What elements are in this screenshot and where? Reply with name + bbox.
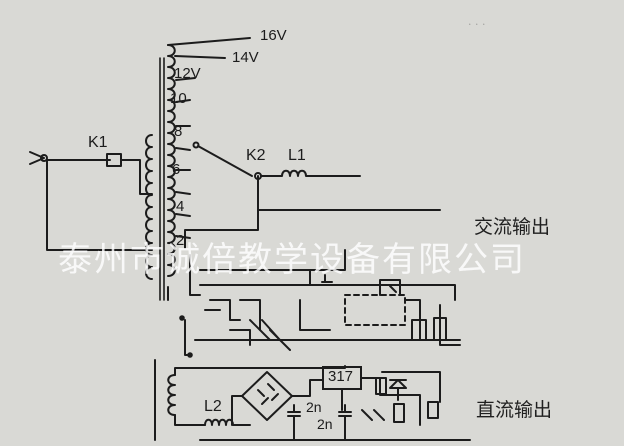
tap-label-14v: 14V	[232, 49, 259, 66]
l2-inductor	[204, 418, 251, 426]
tap-label-4: 4	[176, 198, 185, 215]
capacitor-2-label: 2n	[317, 416, 333, 432]
regulator-317-box	[322, 366, 362, 390]
lower-winding	[167, 374, 176, 416]
transformer-core	[159, 57, 165, 301]
power-plug-icon	[29, 151, 111, 165]
tap-label-2: 2	[176, 232, 185, 249]
k2-label: K2	[246, 147, 266, 164]
tap-label-6: 6	[172, 161, 181, 178]
l2-label: L2	[204, 398, 222, 415]
primary-winding	[145, 134, 153, 280]
background-print: · · ·	[468, 18, 486, 31]
bridge-rectifier	[231, 371, 323, 426]
capacitor-1	[287, 404, 301, 441]
tap-leads	[167, 37, 251, 301]
watermark-text: 泰州市诚倍教学设备有限公司	[58, 240, 526, 280]
secondary-winding	[167, 44, 176, 277]
ac-output-label: 交流输出	[474, 216, 551, 238]
dc-output-network	[361, 371, 441, 423]
l1-inductor	[260, 169, 361, 177]
k1-label: K1	[88, 134, 108, 151]
tap-label-10: 10	[170, 90, 187, 107]
capacitor-1-label: 2n	[306, 399, 322, 415]
ac-output-rail	[199, 284, 456, 301]
dc-output-label: 直流输出	[476, 399, 553, 421]
tap-label-8: 8	[174, 123, 183, 140]
tap-label-12v: 12V	[174, 65, 201, 82]
l1-label: L1	[288, 147, 306, 164]
capacitor-2	[338, 404, 352, 441]
k1-fuse-symbol	[46, 153, 153, 251]
control-network	[194, 249, 461, 351]
regulator-317-label: 317	[328, 368, 354, 385]
tap-label-16v: 16V	[260, 27, 287, 44]
